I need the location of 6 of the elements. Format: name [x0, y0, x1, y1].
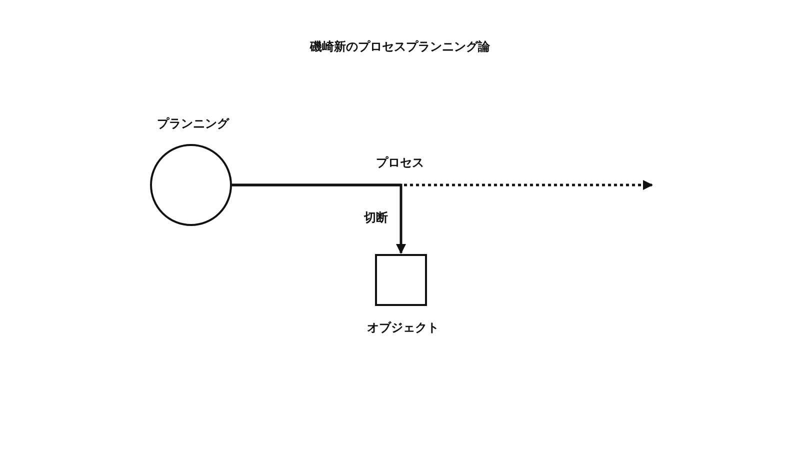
arrow: [232, 180, 653, 190]
edge-label: プロセス: [374, 154, 426, 172]
edge-label: 切断: [362, 210, 390, 226]
node-label: オブジェクト: [367, 320, 439, 336]
diagram-title: 磯崎新のプロセスプランニング論: [310, 38, 490, 56]
node-label: プランニング: [157, 116, 229, 132]
